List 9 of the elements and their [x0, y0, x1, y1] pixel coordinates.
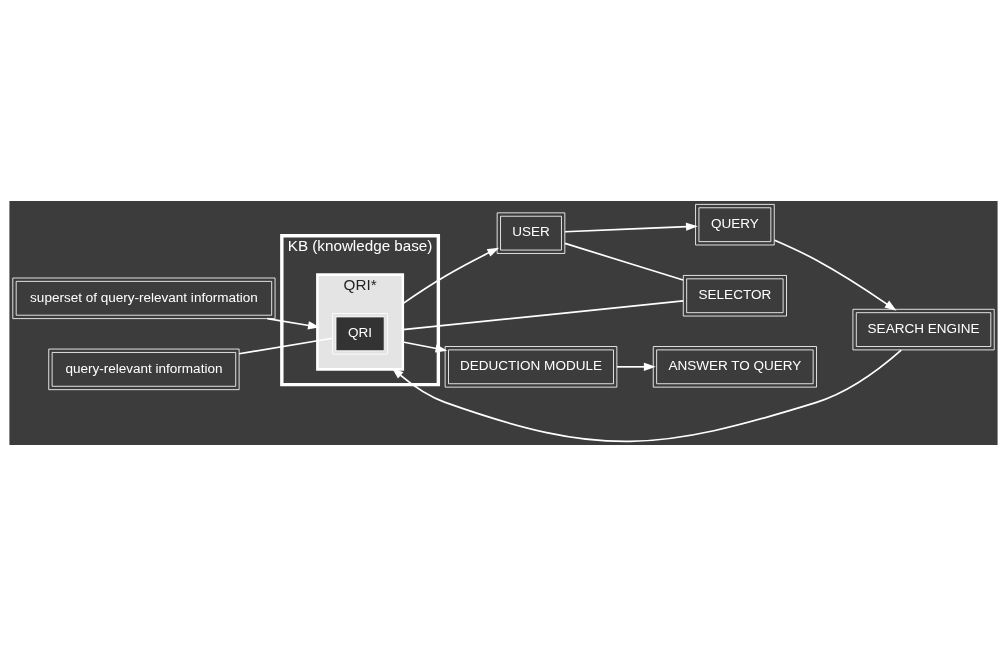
arrow: [401, 247, 500, 305]
connector: [238, 337, 334, 355]
arrow: [616, 362, 656, 371]
connector: [564, 242, 684, 281]
arrow: [773, 239, 897, 311]
arrow: [401, 341, 448, 353]
arrow: [564, 222, 698, 233]
connector: [401, 300, 685, 331]
arrow: [266, 317, 320, 330]
